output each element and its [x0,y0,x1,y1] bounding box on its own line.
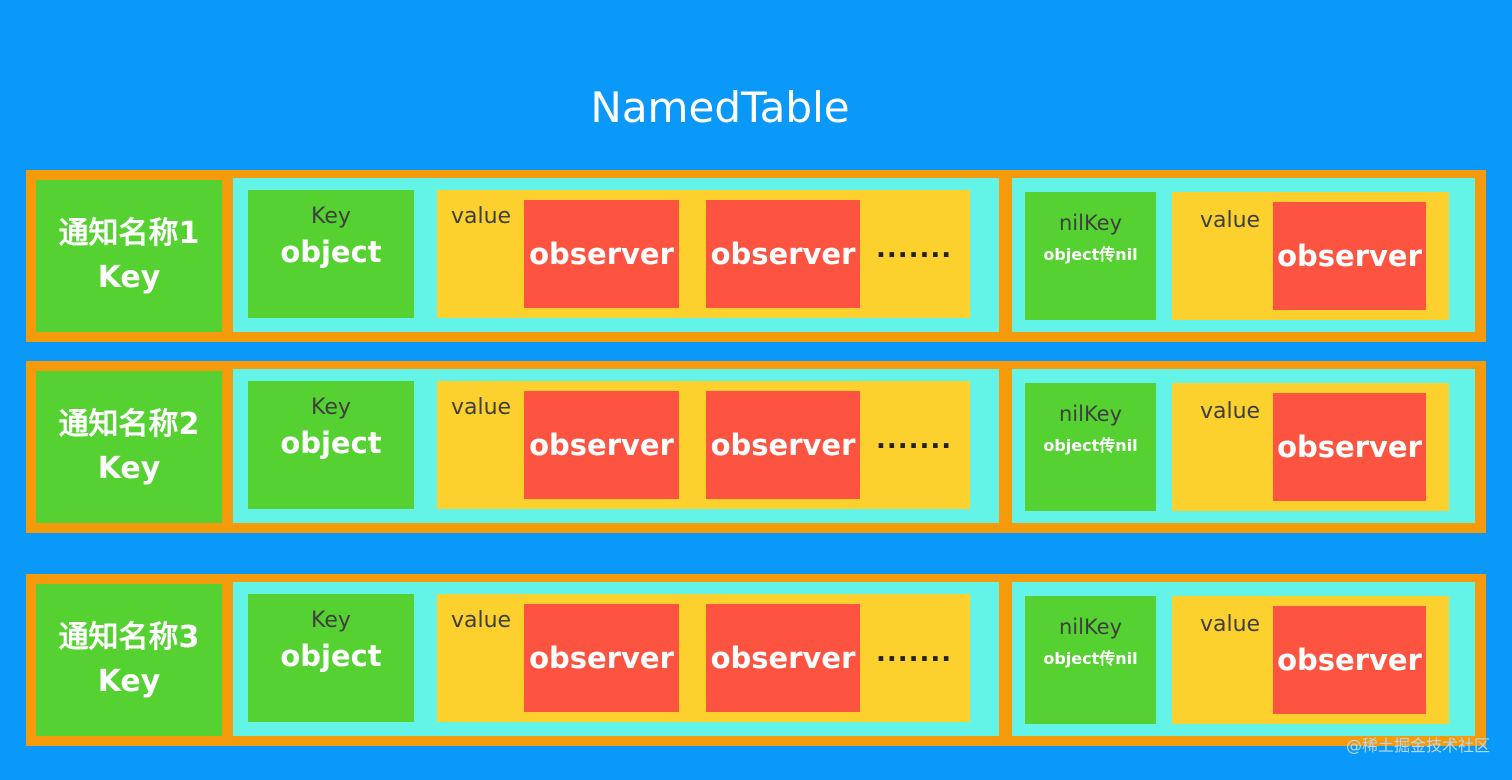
nil-key-label: nilKey [1058,211,1123,235]
notification-name: 通知名称1 [58,216,200,251]
object-key-box: Key object [248,381,414,509]
watermark: @稀土掘金技术社区 [1345,736,1490,755]
observer-list-box: value observer observer ....... [437,381,970,509]
object-map-container: Key object value observer observer .....… [233,178,999,332]
notification-name: 通知名称3 [58,620,200,655]
notification-row-3: 通知名称3 Key Key object value observer obse… [26,574,1486,746]
nil-key-subtitle: object传nil [1043,649,1138,668]
notification-name-key: Key [97,451,161,486]
notification-row-2: 通知名称2 Key Key object value observer obse… [26,361,1486,533]
observer-list-box: value observer observer ....... [437,594,970,722]
notification-name-key: Key [97,260,161,295]
observer-box: observer [706,391,860,499]
nil-key-label: nilKey [1058,402,1123,426]
observer-box: observer [524,604,679,712]
nil-value-label: value [1200,208,1261,233]
nil-key-label: nilKey [1058,615,1123,639]
notification-row-1: 通知名称1 Key Key object value observer obse… [26,170,1486,342]
nil-observer-box: observer [1273,202,1426,310]
notification-name: 通知名称2 [58,407,200,442]
nil-key-box: nilKey object传nil [1025,383,1156,511]
nil-observer-list-box: value observer [1172,596,1449,724]
nil-key-container: nilKey object传nil value observer [1012,178,1475,332]
object-map-container: Key object value observer observer .....… [233,582,999,736]
diagram-title: NamedTable [590,83,850,132]
object-key-box: Key object [248,190,414,318]
observer-box: observer [524,200,679,308]
value-label: value [451,395,512,420]
more-observers-ellipsis: ....... [876,638,953,668]
nil-key-subtitle: object传nil [1043,245,1138,264]
nil-value-label: value [1200,399,1261,424]
notification-name-box: 通知名称3 Key [36,584,222,736]
object-key-value: object [280,639,382,673]
observer-list-box: value observer observer ....... [437,190,970,318]
more-observers-ellipsis: ....... [876,425,953,455]
object-key-value: object [280,426,382,460]
object-map-container: Key object value observer observer .....… [233,369,999,523]
object-key-label: Key [311,608,351,633]
notification-name-box: 通知名称2 Key [36,371,222,523]
value-label: value [451,608,512,633]
nil-key-box: nilKey object传nil [1025,192,1156,320]
nil-observer-box: observer [1273,606,1426,714]
nil-key-container: nilKey object传nil value observer [1012,582,1475,736]
nil-observer-list-box: value observer [1172,192,1449,320]
more-observers-ellipsis: ....... [876,234,953,264]
nil-observer-box: observer [1273,393,1426,501]
value-label: value [451,204,512,229]
notification-name-box: 通知名称1 Key [36,180,222,332]
object-key-value: object [280,235,382,269]
nil-key-container: nilKey object传nil value observer [1012,369,1475,523]
nil-key-subtitle: object传nil [1043,436,1138,455]
notification-name-key: Key [97,664,161,699]
object-key-label: Key [311,395,351,420]
observer-box: observer [524,391,679,499]
nil-value-label: value [1200,612,1261,637]
object-key-label: Key [311,204,351,229]
observer-box: observer [706,604,860,712]
nil-key-box: nilKey object传nil [1025,596,1156,724]
observer-box: observer [706,200,860,308]
object-key-box: Key object [248,594,414,722]
nil-observer-list-box: value observer [1172,383,1449,511]
